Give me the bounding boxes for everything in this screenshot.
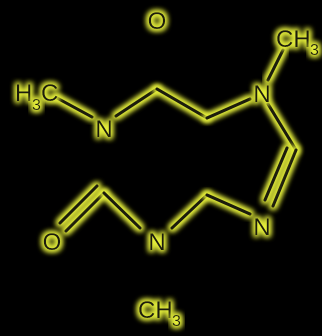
bond-c2-n3: [102, 191, 142, 230]
atom-o-top: O: [148, 8, 167, 35]
bond-n7-methyl: [266, 48, 285, 82]
methyl-right-sub: 3: [310, 42, 319, 59]
methyl-left-sub: 3: [32, 97, 41, 114]
methyl-bottom-sub: 3: [172, 313, 181, 330]
atom-n7: N: [253, 81, 270, 108]
atoms: O N O N N N H 3 C CH 3 CH 3: [15, 8, 319, 330]
bonds: [55, 38, 298, 293]
methyl-bottom-ch: CH: [138, 297, 173, 324]
bond-c6-c5: [155, 87, 209, 120]
atom-n9: N: [253, 214, 270, 241]
bond-c2-o-b: [58, 184, 99, 225]
atom-n3: N: [148, 229, 165, 256]
bond-c6-n1: [114, 87, 159, 118]
atom-n1: N: [95, 116, 112, 143]
bond-n3-c4: [170, 193, 209, 230]
bond-n7-c8: [266, 102, 298, 152]
atom-o-left: O: [43, 229, 62, 256]
bond-c8-n9-b: [263, 146, 289, 202]
methyl-left-c: C: [41, 80, 58, 107]
methyl-right-label: CH 3: [276, 26, 319, 59]
methyl-left-h: H: [15, 80, 32, 107]
bond-c5-n7: [205, 97, 252, 120]
bond-c8-n9-a: [271, 148, 298, 208]
methyl-bottom-label: CH 3: [138, 297, 181, 330]
bond-n9-c4: [205, 193, 252, 216]
bond-c2-o-a: [64, 191, 106, 233]
methyl-right-ch: CH: [276, 26, 311, 53]
methyl-left-label: H 3 C: [15, 80, 58, 114]
bond-n1-methyl: [55, 96, 94, 119]
